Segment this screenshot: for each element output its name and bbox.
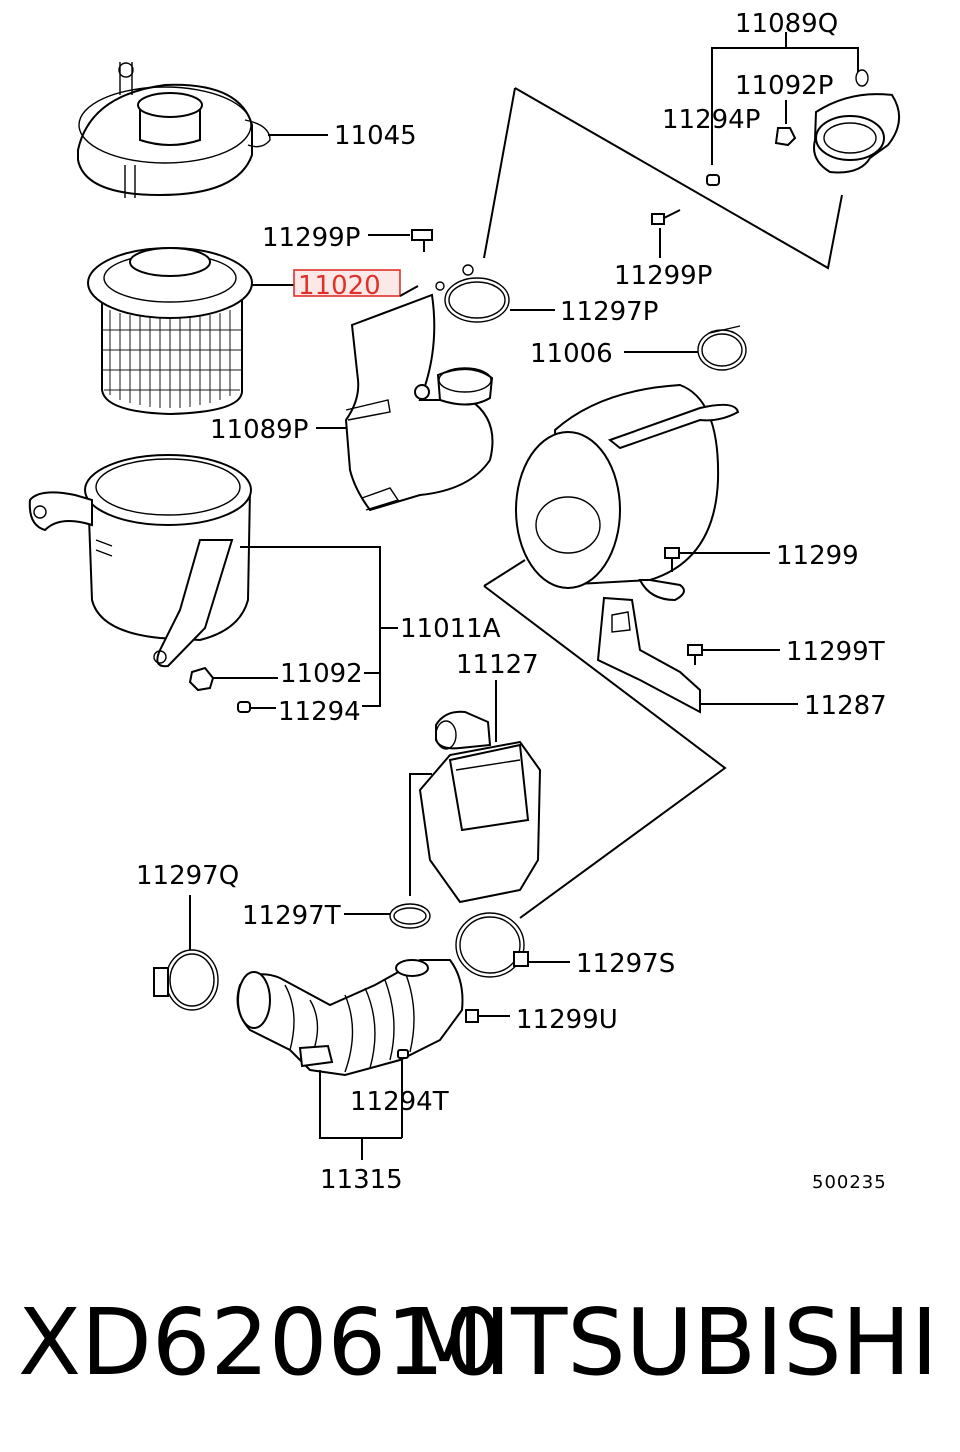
- label-11092: 11092: [280, 659, 363, 689]
- part-clamp-11297P: [435, 264, 555, 323]
- label-11297T: 11297T: [242, 901, 341, 931]
- label-11092P: 11092P: [735, 71, 833, 101]
- footer: XD620610 MITSUBISHI: [0, 1270, 960, 1410]
- label-11020-highlighted: 11020: [298, 271, 381, 301]
- label-11089Q: 11089Q: [735, 9, 838, 39]
- part-number: XD620610: [18, 1289, 504, 1396]
- label-11299T: 11299T: [786, 637, 885, 667]
- label-11297S: 11297S: [576, 949, 675, 979]
- part-cap-11294: [237, 701, 276, 713]
- part-air-cleaner-body: [28, 454, 398, 707]
- part-bolt-11299P-left: [368, 229, 433, 252]
- label-11287: 11287: [804, 691, 887, 721]
- part-clamp-11297T: [344, 903, 431, 929]
- part-elbow-11089Q: [483, 32, 900, 270]
- label-11299P-left: 11299P: [262, 223, 360, 253]
- part-intake-hose-11315: [236, 959, 510, 1160]
- highlight-box-11020: [293, 269, 401, 297]
- label-11297Q: 11297Q: [136, 861, 239, 891]
- label-11294P: 11294P: [662, 105, 760, 135]
- part-bolt-11299P-right: [651, 209, 681, 258]
- label-11127: 11127: [456, 650, 539, 680]
- label-11299P-right: 11299P: [614, 261, 712, 291]
- label-11294: 11294: [278, 697, 361, 727]
- label-11011A: 11011A: [400, 614, 501, 644]
- label-11294T: 11294T: [350, 1087, 449, 1117]
- part-resonator-11127: [409, 680, 542, 904]
- part-nut-11092: [188, 666, 278, 692]
- label-11299: 11299: [776, 541, 859, 571]
- part-pre-cleaner: [483, 383, 798, 919]
- part-clamp-11297Q: [153, 895, 219, 1011]
- label-11315: 11315: [320, 1165, 403, 1195]
- label-11299U: 11299U: [516, 1005, 618, 1035]
- label-reference-number: 500235: [812, 1172, 887, 1193]
- parts-diagram: 11089Q 11092P 11294P 11045 11299P 11299P…: [28, 9, 900, 1195]
- part-clamp-11297S: [455, 912, 570, 978]
- part-air-filter-element: [87, 247, 295, 416]
- label-11297P: 11297P: [560, 297, 658, 327]
- label-11006: 11006: [530, 339, 613, 369]
- label-11045: 11045: [334, 121, 417, 151]
- label-11089P: 11089P: [210, 415, 308, 445]
- part-clamp-11006: [624, 325, 747, 371]
- brand-name: MITSUBISHI: [404, 1289, 938, 1396]
- part-inlet-duct: [316, 293, 494, 512]
- part-air-cleaner-cover: [77, 62, 328, 198]
